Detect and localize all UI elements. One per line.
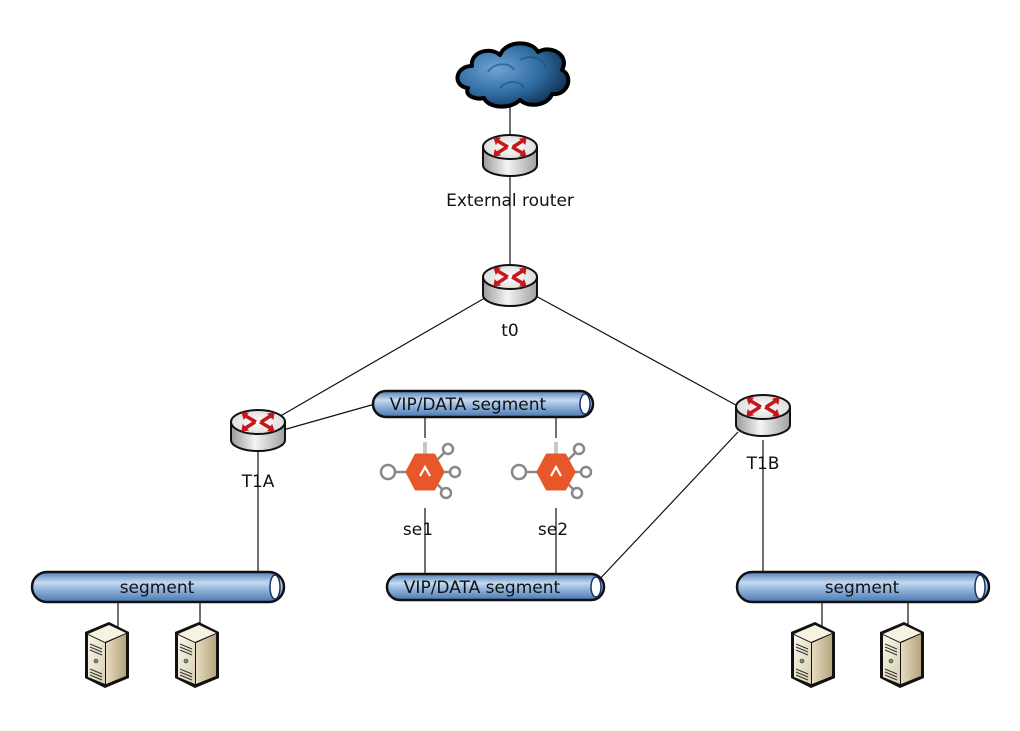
segment-left-label: segment: [120, 578, 195, 598]
se1-label: se1: [403, 520, 433, 540]
se2-label: se2: [538, 520, 568, 540]
segment-vip-bottom-label: VIP/DATA segment: [404, 578, 561, 598]
router-external-icon[interactable]: [481, 133, 539, 178]
link-t1b-vip-bottom: [596, 431, 739, 583]
router-t0-icon[interactable]: [481, 263, 539, 308]
server-left-1-icon[interactable]: [84, 621, 130, 689]
service-engine-se2-icon[interactable]: [510, 440, 593, 500]
server-left-2-icon[interactable]: [174, 621, 220, 689]
link-t1a-vip-top: [282, 403, 376, 431]
segment-right[interactable]: segment: [735, 570, 991, 604]
segment-vip-bottom[interactable]: VIP/DATA segment: [385, 572, 606, 602]
link-t0-t1a: [269, 294, 491, 423]
router-t1a-icon[interactable]: [229, 408, 287, 453]
internet-cloud-icon: [455, 41, 571, 109]
segment-left[interactable]: segment: [30, 570, 286, 604]
segment-vip-top[interactable]: VIP/DATA segment: [371, 389, 595, 419]
link-t0-t1b: [533, 294, 746, 411]
router-t0-label: t0: [501, 321, 518, 341]
segment-right-label: segment: [825, 578, 900, 598]
segment-vip-top-label: VIP/DATA segment: [390, 395, 547, 415]
router-t1a-label: T1A: [241, 472, 275, 492]
server-right-2-icon[interactable]: [879, 621, 925, 689]
router-t1b-icon[interactable]: [734, 393, 792, 438]
router-t1b-label: T1B: [746, 454, 780, 474]
router-external-label: External router: [446, 191, 574, 211]
service-engine-se1-icon[interactable]: [379, 440, 462, 500]
server-right-1-icon[interactable]: [790, 621, 836, 689]
